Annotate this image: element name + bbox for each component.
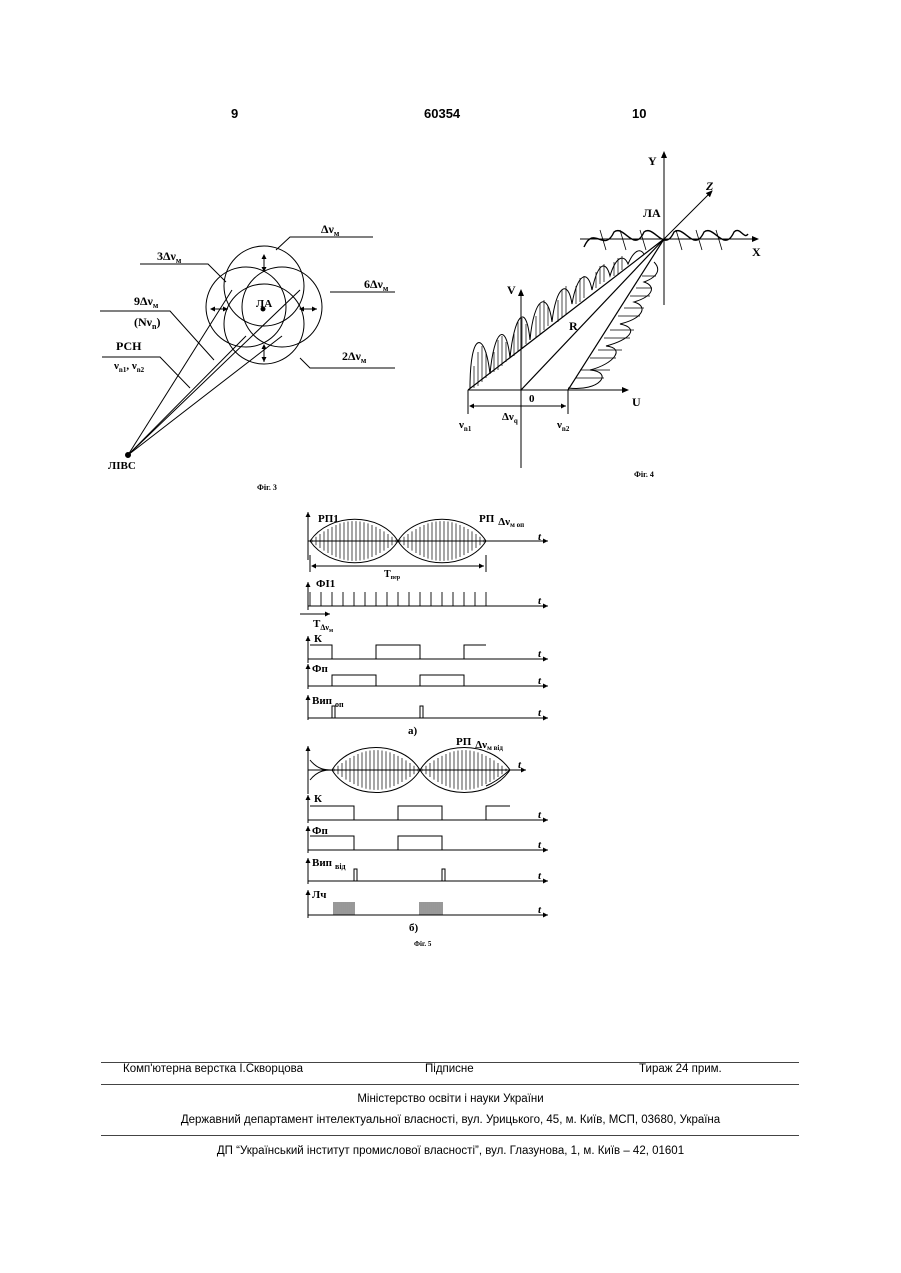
footer-institute: ДП “Український інститут промислової вла…: [0, 1145, 901, 1157]
fig3-label-dnu-m: Δνм: [321, 222, 340, 238]
footer-rule-2: [101, 1084, 799, 1085]
fig3-label-la: ЛА: [256, 298, 272, 310]
fig5-t-5: t: [538, 707, 542, 719]
fig3-label-rsn: РСН: [116, 339, 142, 353]
fig5-labels: РП1 РПΔνм оп Тпер ФІ1 ТΔνм К Фп Випоп а)…: [312, 513, 542, 948]
fig5-label-t-per: Тпер: [384, 569, 401, 581]
fig4-label-la: ЛА: [643, 206, 661, 220]
fig3-label-6dnu: 6Δνм: [364, 277, 389, 293]
fig5-t-7: t: [538, 809, 542, 821]
fig5-t-6: t: [518, 759, 522, 771]
fig3-caption: Фіг. 3: [257, 483, 277, 492]
fig5-t-8: t: [538, 839, 542, 851]
fig5-caption: Фіг. 5: [414, 940, 432, 948]
fig5-label-b: б): [409, 922, 419, 934]
fig5-label-t-dnu: ТΔνм: [313, 618, 333, 634]
figure-5: [300, 512, 548, 918]
footer-rule-3: [101, 1135, 799, 1136]
fig5-label-k-b: К: [314, 793, 322, 805]
fig4-label-y: Y: [648, 154, 657, 168]
fig4-labels: Y Z ЛА X V R U 0 Δνq νn1 νn2 Фіг. 4: [458, 154, 761, 479]
fig4-label-x: X: [752, 245, 761, 259]
fig3-label-nu-pair: νn1, νn2: [113, 360, 145, 374]
footer-department: Державний департамент інтелектуальної вл…: [0, 1114, 901, 1126]
fig5-label-vip-vid: Випвід: [312, 857, 346, 871]
fig3-ray-4: [128, 290, 300, 455]
figure-3: [100, 237, 395, 458]
footer-circulation: Тираж 24 прим.: [639, 1063, 722, 1075]
fig4-label-r: R: [569, 319, 578, 333]
fig4-label-dnu-q: Δνq: [502, 411, 518, 425]
fig5-label-fp-b: Фп: [312, 825, 328, 837]
fig4-label-v: V: [507, 283, 516, 297]
fig5-label-lch: Лч: [312, 889, 326, 901]
fig5-t-9: t: [538, 870, 542, 882]
fig5-label-a: а): [408, 725, 418, 737]
footer-signed: Підписне: [425, 1063, 474, 1075]
fig4-label-zero: 0: [529, 393, 535, 405]
fig5-label-rp1: РП1: [318, 513, 339, 525]
fig3-ray-3: [128, 336, 282, 455]
fig3-ray-2: [128, 336, 246, 455]
fig5-label-rp-op: РПΔνм оп: [479, 513, 524, 529]
fig5-label-rp-vid: РПΔνм від: [456, 736, 503, 752]
footer-layout-credit: Комп'ютерна верстка І.Скворцова: [123, 1063, 303, 1075]
fig5-label-fp-a: Фп: [312, 663, 328, 675]
fig3-label-2dnu: 2Δνм: [342, 349, 367, 365]
fig3-livs-point: [126, 453, 131, 458]
fig4-label-z: Z: [705, 179, 714, 193]
fig3-label-livs: ЛІВС: [108, 460, 136, 472]
footer-ministry: Міністерство освіти і науки України: [0, 1093, 901, 1105]
fig3-circle-left: [206, 267, 286, 347]
fig5-t-2: t: [538, 595, 542, 607]
fig4-label-nu-n1: νn1: [458, 419, 472, 433]
fig5-t-3: t: [538, 648, 542, 660]
fig4-label-nu-n2: νn2: [556, 419, 570, 433]
fig5-label-fi1: ФІ1: [316, 578, 335, 590]
fig5-label-k-a: К: [314, 633, 322, 645]
fig4-caption: Фіг. 4: [634, 470, 654, 479]
fig3-label-n-nu: (Nνn): [134, 315, 160, 331]
fig3-label-9dnu: 9Δνм: [134, 294, 159, 310]
fig5-t-4: t: [538, 675, 542, 687]
fig5-t-10: t: [538, 904, 542, 916]
fig3-label-3dnu: 3Δνм: [157, 249, 182, 265]
fig4-label-u: U: [632, 395, 641, 409]
fig5-label-vip-op: Випоп: [312, 695, 344, 709]
